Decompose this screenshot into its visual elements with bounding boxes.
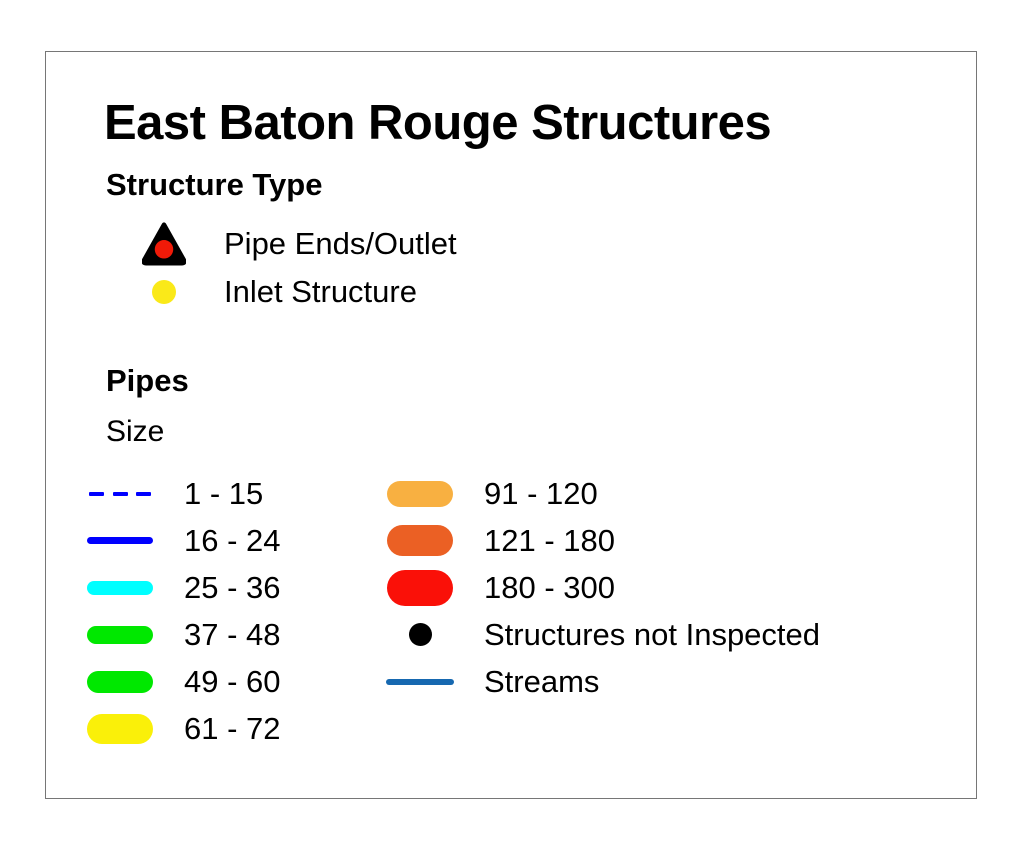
pipe-size-row: 49 - 60 Streams bbox=[46, 658, 976, 705]
line-swatch bbox=[74, 564, 166, 611]
dot-icon bbox=[374, 611, 466, 658]
line-swatch bbox=[74, 705, 166, 752]
line-swatch bbox=[74, 517, 166, 564]
legend-item-label: 16 - 24 bbox=[184, 522, 281, 558]
legend-item-label: 1 - 15 bbox=[184, 475, 264, 511]
legend-item-label: 37 - 48 bbox=[184, 616, 281, 652]
line-swatch bbox=[74, 658, 166, 705]
legend-panel: East Baton Rouge Structures Structure Ty… bbox=[45, 51, 977, 799]
legend-item-label: 25 - 36 bbox=[184, 569, 281, 605]
legend-item[interactable]: Pipe Ends/Outlet bbox=[46, 220, 976, 268]
legend-item-label: Inlet Structure bbox=[224, 274, 417, 309]
line-swatch bbox=[374, 517, 466, 564]
legend-item-label: 91 - 120 bbox=[484, 475, 598, 511]
legend-item-label: 180 - 300 bbox=[484, 569, 615, 605]
legend-item[interactable]: Inlet Structure bbox=[46, 268, 976, 316]
line-swatch bbox=[374, 658, 466, 705]
legend-item-label: Pipe Ends/Outlet bbox=[224, 226, 457, 261]
pipe-size-row: 25 - 36 180 - 300 bbox=[46, 564, 976, 611]
line-swatch bbox=[74, 611, 166, 658]
triangle-with-dot-icon bbox=[134, 220, 194, 268]
legend-item-label: Structures not Inspected bbox=[484, 616, 821, 652]
pipe-size-row: 16 - 24 121 - 180 bbox=[46, 517, 976, 564]
line-swatch bbox=[374, 564, 466, 611]
circle-icon bbox=[134, 268, 194, 316]
legend-item-label: Streams bbox=[484, 663, 600, 699]
size-subheading: Size bbox=[106, 415, 165, 448]
pipe-size-row: 1 - 15 91 - 120 bbox=[46, 470, 976, 517]
pipe-size-row: 61 - 72 bbox=[46, 705, 976, 752]
pipe-size-grid: 1 - 15 91 - 120 16 - 24 121 - 180 25 - 36 180… bbox=[46, 470, 976, 752]
dashed-line-swatch bbox=[74, 470, 166, 517]
legend-item-label: 49 - 60 bbox=[184, 663, 281, 699]
pipe-size-row: 37 - 48 Structures not Inspected bbox=[46, 611, 976, 658]
legend-item-label: 61 - 72 bbox=[184, 710, 281, 746]
legend-item-label: 121 - 180 bbox=[484, 522, 615, 558]
line-swatch bbox=[374, 470, 466, 517]
page-title: East Baton Rouge Structures bbox=[104, 96, 772, 150]
pipes-heading: Pipes bbox=[106, 363, 189, 398]
structure-type-heading: Structure Type bbox=[106, 167, 323, 202]
